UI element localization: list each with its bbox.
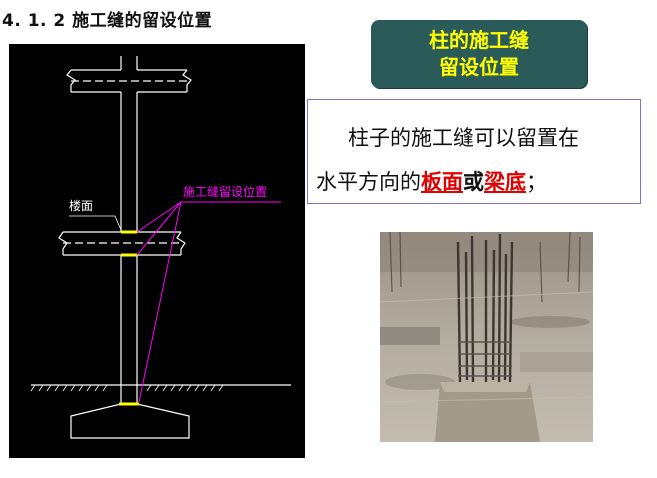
description-connector: 或 xyxy=(463,169,484,194)
highlight-beam-bottom: 梁底 xyxy=(484,169,526,194)
top-column-stub xyxy=(120,56,138,70)
description-suffix: ； xyxy=(526,170,547,194)
description-prefix: 水平方向的 xyxy=(316,170,421,194)
slab-break-right xyxy=(182,69,192,92)
column-joint-diagram: 楼面 施工缝留设位置 xyxy=(9,44,305,458)
title-line-2: 留设位置 xyxy=(439,55,519,79)
footing xyxy=(70,403,190,439)
title-box: 柱的施工缝 留设位置 xyxy=(371,20,587,88)
floor-slab xyxy=(63,231,181,256)
column-rebar-photo xyxy=(380,232,593,442)
section-heading: 4. 1. 2 施工缝的留设位置 xyxy=(2,11,213,31)
highlight-slab-top: 板面 xyxy=(421,169,463,194)
top-slab xyxy=(71,69,187,93)
description-box: 柱子的施工缝可以留置在 水平方向的板面或梁底； xyxy=(307,99,641,204)
title-line-1: 柱的施工缝 xyxy=(429,28,529,52)
slab-break-left xyxy=(66,69,76,92)
floor-label: 楼面 xyxy=(69,198,93,213)
description-line-2: 水平方向的板面或梁底； xyxy=(316,166,547,196)
joint-label: 施工缝留设位置 xyxy=(183,184,267,199)
description-line-1: 柱子的施工缝可以留置在 xyxy=(348,126,579,150)
